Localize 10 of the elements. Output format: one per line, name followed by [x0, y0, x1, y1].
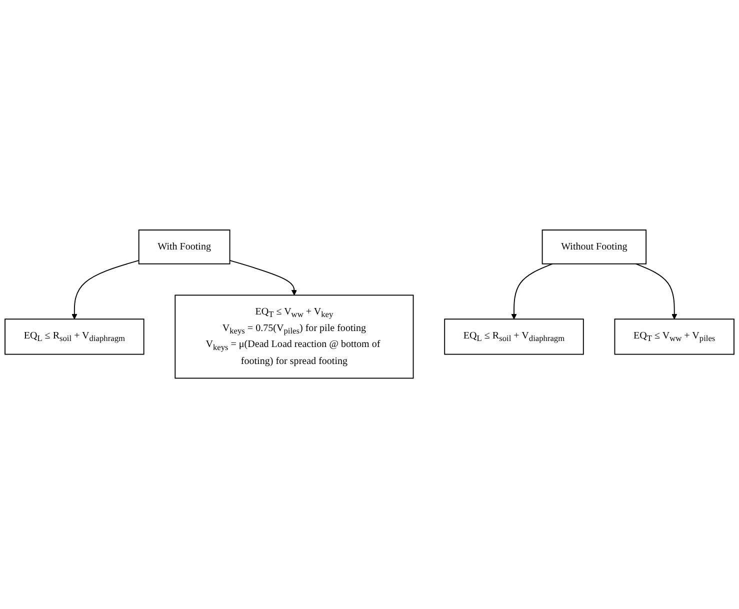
- arrow: [511, 264, 554, 320]
- arrow: [635, 264, 678, 320]
- node-box: EQ$_{L}$ ≤ R$_{soil}$ + V$_{diaphragm}$: [4, 319, 144, 356]
- arrow: [229, 260, 297, 296]
- node-box: With Footing: [138, 230, 230, 265]
- node-box: Without Footing: [542, 230, 647, 265]
- arrow: [72, 260, 140, 320]
- node-box: EQ$_{L}$ ≤ R$_{soil}$ + V$_{diaphragm}$: [444, 319, 584, 356]
- node-box: EQ$_{T}$ ≤ V$_{ww}$ + V$_{piles}$: [614, 319, 734, 356]
- node-box: EQ$_{T}$ ≤ V$_{ww}$ + V$_{key}$ V$_{keys}$ = 0.75(V$_{piles}$) for pile footing V$_{keys}$ = μ(Dead Load reaction @ bottom of footing) for spread footing: [174, 295, 414, 380]
